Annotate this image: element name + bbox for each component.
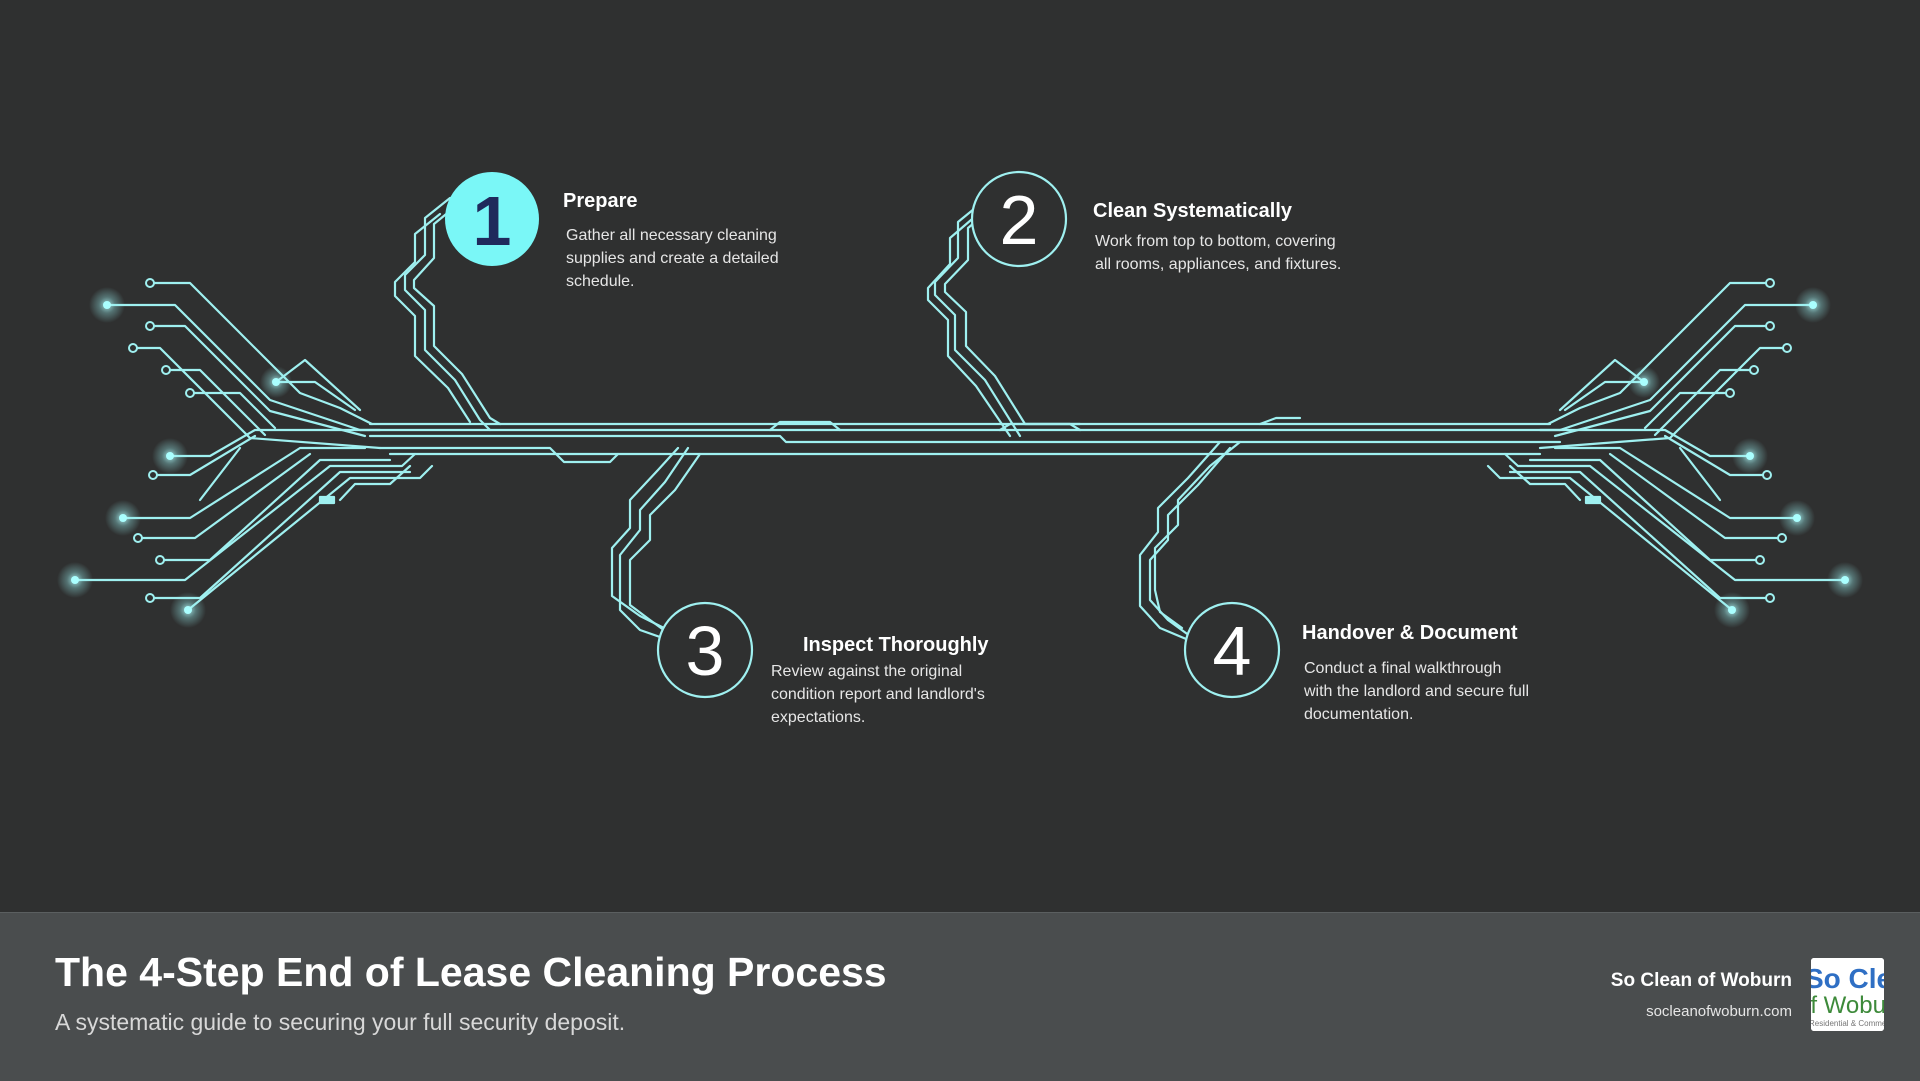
circuit-diagram: 1 2 3 4 Prepare Gather all necessary cle… [57,170,1863,726]
footer-banner: The 4-Step End of Lease Cleaning Process… [0,912,1920,1081]
brand-name: So Clean of Woburn [1610,970,1792,991]
logo-line3: Residential & Commercial [1811,1019,1884,1028]
company-logo: So Clean of Woburn Residential & Commerc… [1811,958,1884,1031]
page-title: The 4-Step End of Lease Cleaning Process [55,949,887,995]
step-2-circle: 2 [970,170,1068,268]
page-subtitle: A systematic guide to securing your full… [55,1009,626,1035]
step-2-number: 2 [1000,181,1039,259]
glow-nodes [57,287,1863,628]
step-3-circle: 3 [656,601,754,699]
logo-graphic: So Clean of Woburn Residential & Commerc… [1811,958,1884,1031]
step-3-title: Inspect Thoroughly [803,634,989,656]
step-2-title: Clean Systematically [1093,200,1292,222]
step-4-title: Handover & Document [1302,622,1518,644]
step-1-description: Gather all necessary cleaning supplies a… [566,227,779,290]
step-4-number: 4 [1213,612,1252,690]
logo-line2: of Woburn [1811,992,1884,1019]
step-4-description: Conduct a final walkthrough with the lan… [1304,660,1530,723]
step-4-circle: 4 [1183,601,1281,699]
step-1-title: Prepare [563,190,638,212]
brand-url: socleanofwoburn.com [1646,1003,1792,1020]
step-3-description: Review against the original condition re… [771,663,985,726]
step-2-description: Work from top to bottom, covering all ro… [1095,233,1342,273]
step-1-number: 1 [473,182,512,260]
step-3-number: 3 [686,612,725,690]
logo-line1: So Clean [1811,963,1884,994]
trace-group [73,196,1847,646]
trace-terminals [128,278,1792,603]
circuit-traces: 1 2 3 4 [57,170,1863,699]
step-1-circle: 1 [445,172,539,266]
